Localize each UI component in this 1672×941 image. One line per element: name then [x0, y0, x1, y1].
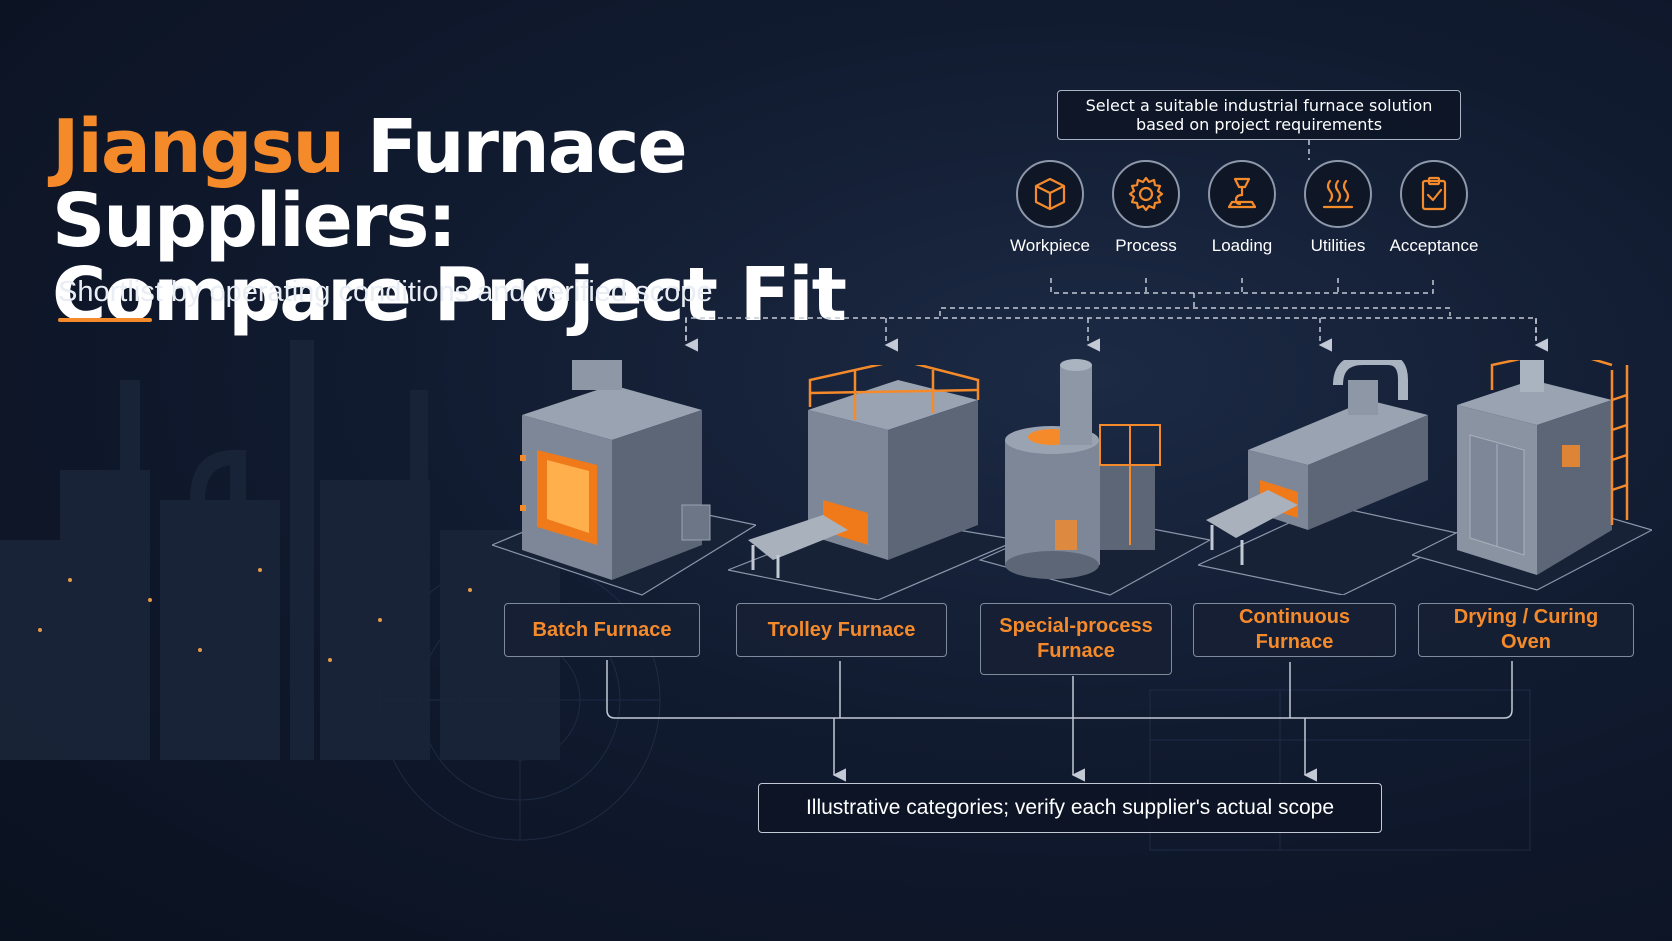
category-special-process-furnace: Special-process Furnace — [980, 603, 1172, 675]
gear-icon — [1112, 160, 1180, 228]
prompt-line-1: Select a suitable industrial furnace sol… — [1085, 96, 1433, 115]
criterion-label: Utilities — [1310, 236, 1366, 255]
criterion-loading: Loading — [1187, 160, 1297, 256]
category-label: Furnace — [1037, 640, 1115, 662]
criterion-label: Loading — [1211, 236, 1273, 255]
page-title: Jiangsu Furnace Suppliers: Compare Proje… — [52, 110, 1012, 332]
drying-curing-oven-illustration — [1412, 360, 1652, 591]
category-label: Drying / Curing Oven — [1453, 606, 1599, 653]
selection-prompt: Select a suitable industrial furnace sol… — [1057, 90, 1461, 140]
continuous-furnace-illustration — [1198, 360, 1466, 595]
trolley-furnace-illustration — [728, 365, 1018, 600]
criterion-acceptance: Acceptance — [1379, 160, 1489, 256]
factory-skyline — [0, 340, 560, 760]
category-label: Continuous Furnace — [1238, 606, 1351, 653]
criterion-label: Process — [1115, 236, 1177, 255]
criterion-process: Process — [1091, 160, 1201, 256]
cube-icon — [1016, 160, 1084, 228]
special-process-furnace-illustration — [978, 359, 1210, 596]
category-label: Batch Furnace — [532, 618, 672, 641]
category-trolley-furnace: Trolley Furnace — [736, 603, 947, 657]
scope-note: Illustrative categories; verify each sup… — [758, 783, 1382, 833]
criterion-utilities: Utilities — [1283, 160, 1393, 256]
page-subtitle: Shortlist by operating conditions and ve… — [58, 276, 713, 308]
scope-note-text: Illustrative categories; verify each sup… — [805, 796, 1335, 819]
category-label: Trolley Furnace — [767, 618, 916, 641]
checklist-icon — [1400, 160, 1468, 228]
category-label: Special-process — [999, 615, 1153, 637]
title-rest: Furnace Suppliers: — [52, 104, 688, 264]
category-drying-curing-oven: Drying / Curing Oven — [1418, 603, 1634, 657]
title-accent: Jiangsu — [52, 104, 345, 190]
criterion-label: Acceptance — [1389, 236, 1479, 255]
title-line2: Compare Project Fit — [52, 252, 847, 338]
heat-waves-icon — [1304, 160, 1372, 228]
criterion-label: Workpiece — [1010, 236, 1090, 255]
criterion-workpiece: Workpiece — [995, 160, 1105, 256]
category-continuous-furnace: Continuous Furnace — [1193, 603, 1396, 657]
category-batch-furnace: Batch Furnace — [504, 603, 700, 657]
crane-hook-icon — [1208, 160, 1276, 228]
batch-furnace-illustration — [492, 360, 756, 596]
prompt-line-2: based on project requirements — [1135, 115, 1383, 134]
accent-underline — [58, 318, 152, 322]
